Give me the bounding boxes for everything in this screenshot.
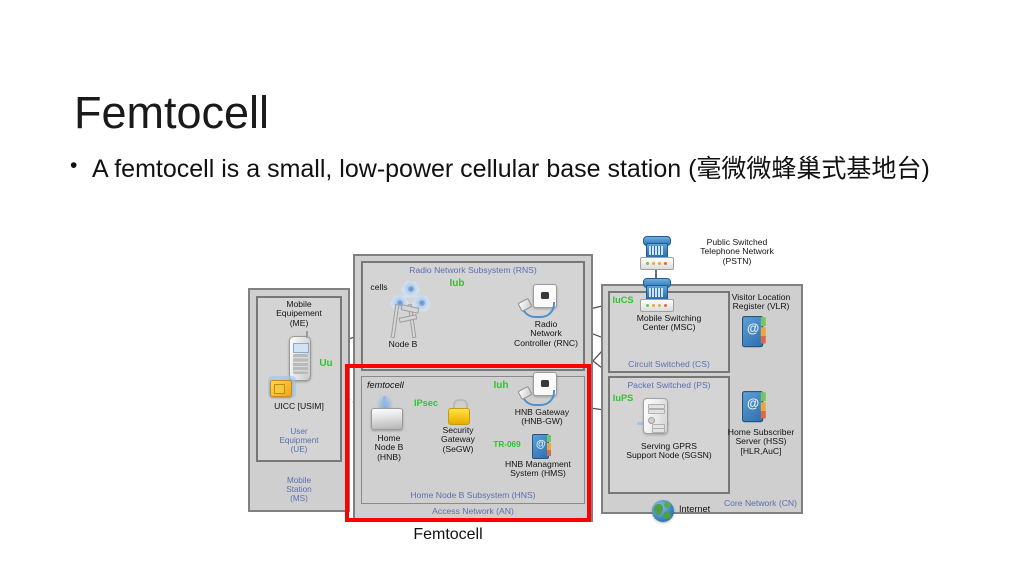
interface-uu-label: Uu (319, 358, 333, 369)
group-core-network-label: Core Network (CN) (723, 497, 797, 508)
node-internet-label: Internet (679, 504, 711, 514)
cell-tower-icon (388, 298, 422, 339)
group-circuit-switched-label: Circuit Switched (CS) (628, 358, 710, 369)
hss-database-book-icon (742, 391, 766, 423)
femtocell-annotation: femtocell (367, 380, 404, 390)
globe-icon (652, 500, 674, 522)
msc-telephone-icon (643, 278, 671, 300)
pstn-telephone-icon (643, 236, 671, 258)
sim-card-icon (270, 380, 292, 397)
node-hnb-gw-label: HNB Gateway(HNB-GW) (514, 407, 570, 427)
home-node-b-icon (371, 408, 403, 430)
msc-switch-icon (640, 299, 674, 312)
bullet-list: • A femtocell is a small, low-power cell… (70, 152, 970, 186)
vlr-database-book-icon (742, 316, 766, 348)
interface-iucs-label: IuCS (612, 295, 634, 305)
group-packet-switched-label: Packet Switched (PS) (627, 380, 711, 390)
node-uicc-label: UICC [USIM] (274, 401, 324, 411)
node-cells-label: cells (370, 282, 388, 292)
group-hns-label: Home Node B Subsystem (HNS) (410, 489, 536, 500)
node-node-b-label: Node B (388, 339, 418, 349)
interface-iuh-label: Iuh (493, 380, 509, 391)
pstn-switch-icon (640, 257, 674, 270)
interface-ipsec-label: IPsec (413, 398, 438, 408)
hms-database-book-icon (532, 434, 551, 459)
bullet-marker: • (70, 154, 78, 177)
interface-iups-label: IuPS (612, 393, 634, 403)
interface-iub-label: Iub (449, 278, 465, 289)
sgsn-server-icon (643, 398, 668, 434)
bullet-text: A femtocell is a small, low-power cellul… (92, 152, 970, 186)
list-item: • A femtocell is a small, low-power cell… (70, 152, 970, 186)
femtocell-highlight-box (345, 364, 591, 522)
group-packet-switched: Packet Switched (PS) (608, 376, 730, 494)
page-title: Femtocell (74, 87, 270, 139)
group-rns-label: Radio Network Subsystem (RNS) (409, 265, 537, 275)
bullet-text-cjk: 毫微微蜂巢式基地台 (696, 154, 922, 183)
bullet-text-tail: ) (921, 155, 930, 183)
padlock-icon (448, 399, 470, 425)
group-access-network-label: Access Network (AN) (432, 505, 514, 516)
figure-caption: Femtocell (413, 526, 483, 543)
hnb-signal-bar-icon (383, 396, 386, 405)
mobile-handset-icon (289, 331, 311, 381)
bullet-text-en: A femtocell is a small, low-power cellul… (92, 155, 697, 183)
interface-tr069-label: TR-069 (493, 440, 521, 449)
